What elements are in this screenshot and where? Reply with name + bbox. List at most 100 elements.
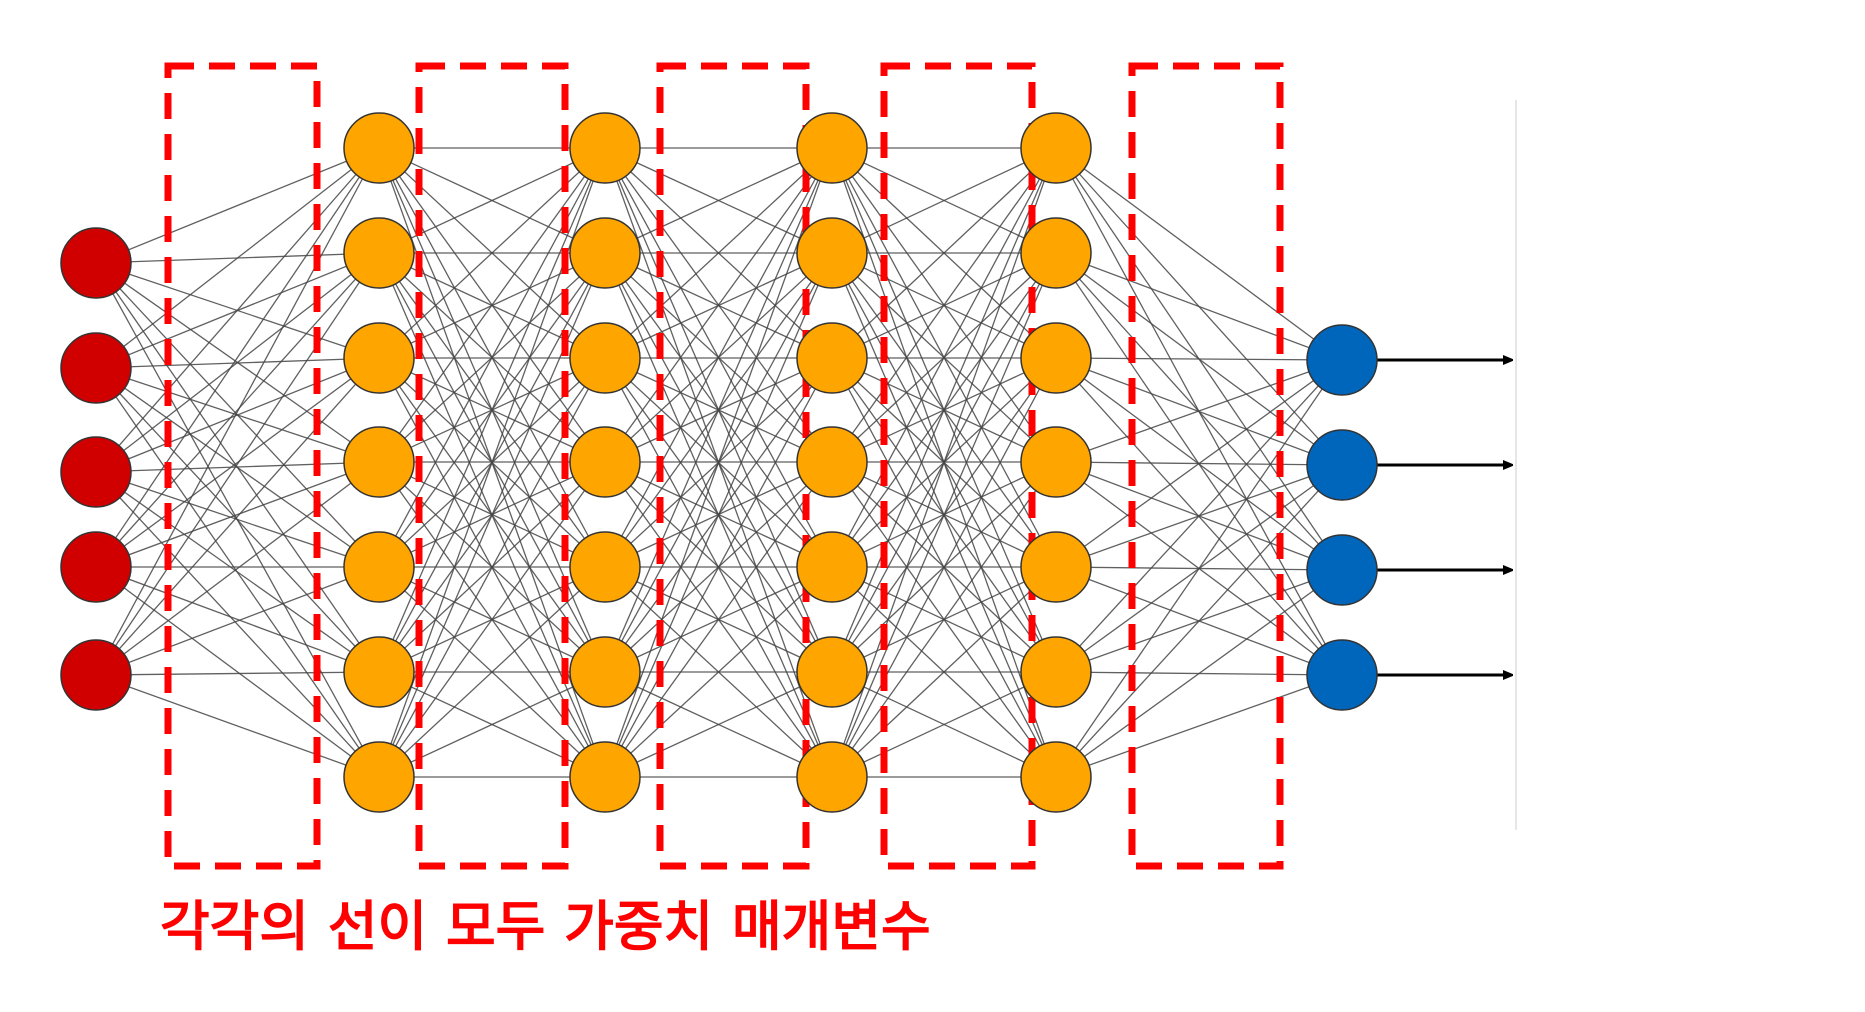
weight-edge	[604, 671, 833, 778]
weight-edge	[831, 147, 1057, 568]
hidden-neuron	[1020, 531, 1092, 603]
input-neuron	[60, 639, 132, 711]
output-neuron	[1306, 534, 1378, 606]
weight-edge	[95, 566, 380, 673]
hidden-neuron	[569, 322, 641, 394]
hidden-neuron	[796, 741, 868, 813]
weight-edge	[95, 147, 380, 676]
weight-edge	[604, 461, 833, 778]
weight-edge	[831, 147, 1057, 254]
weight-edge	[95, 461, 380, 568]
weight-edge	[604, 147, 833, 359]
output-arrows	[1377, 360, 1505, 675]
weight-edge	[831, 147, 1057, 673]
neuron-nodes	[60, 112, 1378, 813]
weight-edge	[1055, 674, 1343, 778]
weight-edge	[831, 147, 1057, 359]
weight-edge	[831, 147, 1057, 778]
weight-edge	[1055, 357, 1343, 361]
hidden-neuron	[796, 322, 868, 394]
weight-group-box	[656, 62, 810, 870]
hidden-neuron	[569, 531, 641, 603]
weight-edge	[604, 147, 833, 568]
weight-edge	[604, 147, 833, 778]
weight-edge	[1055, 464, 1343, 778]
weight-edge	[604, 252, 833, 778]
weight-edge	[95, 357, 380, 568]
weight-group-box	[164, 62, 321, 870]
weight-edge	[604, 147, 833, 673]
hidden-neuron	[796, 112, 868, 184]
hidden-neuron	[569, 636, 641, 708]
hidden-neuron	[1020, 322, 1092, 394]
weight-edge	[831, 147, 1057, 463]
weight-edge	[1055, 569, 1343, 778]
hidden-neuron	[343, 112, 415, 184]
weight-edge	[378, 147, 606, 463]
hidden-neuron	[796, 426, 868, 498]
weight-edge	[95, 566, 380, 676]
hidden-neuron	[796, 217, 868, 289]
hidden-neuron	[1020, 112, 1092, 184]
input-neuron	[60, 436, 132, 508]
weight-edge	[95, 252, 380, 676]
weight-edge	[604, 147, 833, 254]
output-neuron	[1306, 324, 1378, 396]
hidden-neuron	[569, 426, 641, 498]
hidden-neuron	[1020, 426, 1092, 498]
hidden-neuron	[796, 531, 868, 603]
weight-edge	[831, 566, 1057, 778]
weight-edge	[831, 461, 1057, 778]
weight-edge	[95, 471, 380, 778]
weight-edge	[95, 357, 380, 473]
weight-edge	[831, 671, 1057, 778]
weight-group-box	[1128, 62, 1284, 870]
hidden-neuron	[569, 112, 641, 184]
weight-edge	[1055, 252, 1343, 361]
weight-edge	[1055, 359, 1343, 778]
hidden-neuron	[343, 531, 415, 603]
weight-edge	[95, 147, 380, 473]
hidden-neuron	[796, 636, 868, 708]
weight-edge	[604, 566, 833, 778]
weight-edge	[604, 357, 833, 778]
weight-edge	[604, 147, 833, 463]
weight-edge	[95, 147, 380, 568]
hidden-neuron	[343, 741, 415, 813]
hidden-neuron	[343, 426, 415, 498]
hidden-neuron	[1020, 217, 1092, 289]
weight-group-box	[415, 62, 569, 870]
weight-edge	[95, 252, 380, 568]
weight-edge	[95, 671, 380, 676]
weight-edge	[1055, 359, 1343, 463]
input-neuron	[60, 227, 132, 299]
weight-edge	[1055, 359, 1343, 568]
weight-group-boxes	[164, 62, 1284, 870]
weight-edge	[95, 566, 380, 778]
weight-edge	[95, 461, 380, 473]
input-neuron	[60, 332, 132, 404]
weight-edge	[95, 252, 380, 473]
weight-edge	[95, 147, 380, 369]
weight-edge	[831, 357, 1057, 778]
caption: 각각의 선이 모두 가중치 매개변수	[160, 895, 931, 958]
weight-edge	[95, 674, 380, 778]
hidden-neuron	[569, 741, 641, 813]
weight-edge	[95, 471, 380, 673]
hidden-neuron	[343, 217, 415, 289]
hidden-neuron	[343, 636, 415, 708]
hidden-neuron	[343, 322, 415, 394]
weight-group-box	[880, 62, 1036, 870]
output-neuron	[1306, 429, 1378, 501]
weight-edge	[95, 147, 380, 264]
weight-edge	[95, 357, 380, 676]
hidden-neuron	[1020, 741, 1092, 813]
weight-edge	[1055, 359, 1343, 673]
weight-edge	[831, 252, 1057, 778]
output-neuron	[1306, 639, 1378, 711]
hidden-neuron	[1020, 636, 1092, 708]
hidden-neuron	[569, 217, 641, 289]
input-neuron	[60, 531, 132, 603]
weight-edge	[1055, 147, 1343, 361]
